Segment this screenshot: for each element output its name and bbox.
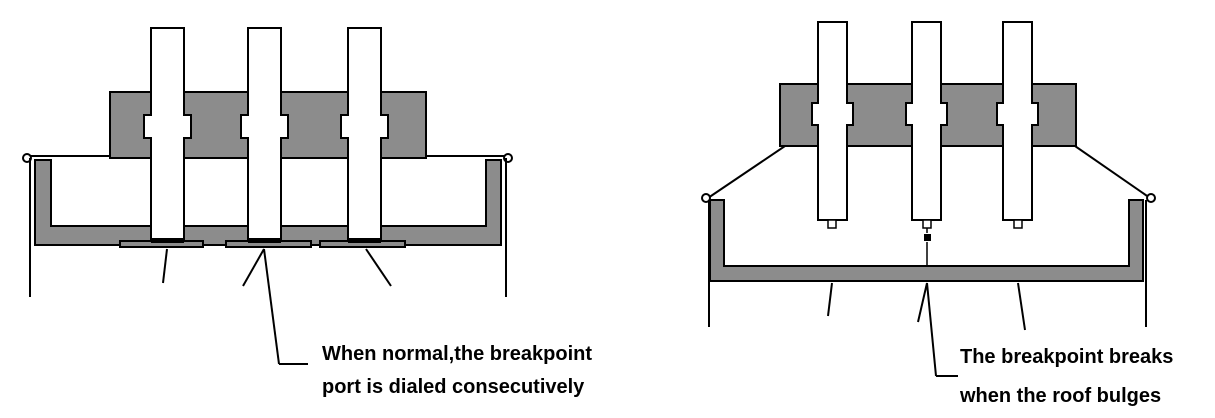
- probe-pin-raised-3: [996, 21, 1039, 221]
- probe-pin-raised-2: [905, 21, 948, 221]
- wire-raised-3: [1017, 282, 1026, 331]
- pin-tip-raised-3: [1013, 219, 1023, 229]
- bulge-caption-line-1: The breakpoint breaks: [960, 346, 1173, 368]
- u-channel-raised: [709, 199, 1144, 282]
- wire-raised-1: [827, 282, 833, 317]
- wire-raised-2b: [926, 282, 937, 377]
- pin-tip-3: [348, 238, 381, 243]
- wire-1: [162, 248, 168, 284]
- wire-2b: [263, 248, 280, 365]
- wire-raised-2a: [917, 282, 928, 323]
- wire-3: [365, 248, 392, 287]
- pin-tip-2: [248, 238, 281, 243]
- normal-caption-line-1: When normal,the breakpoint: [322, 343, 592, 365]
- normal-state-figure: [22, 27, 513, 365]
- right-end-ring-raised: [1146, 193, 1156, 203]
- pin-tip-1: [151, 238, 184, 243]
- wire-2a: [242, 248, 265, 287]
- pin-tip-raised-1: [827, 219, 837, 229]
- bulge-state-figure: [701, 21, 1156, 377]
- bulge-caption-line-2: when the roof bulges: [959, 385, 1161, 407]
- pin-tip-raised-2: [922, 219, 932, 229]
- probe-pin-1: [143, 27, 192, 241]
- probe-pin-2: [240, 27, 289, 241]
- breakpoint-fragment: [924, 234, 931, 241]
- normal-caption-line-2: port is dialed consecutively: [322, 376, 585, 398]
- probe-pin-3: [340, 27, 389, 241]
- probe-pin-raised-1: [811, 21, 854, 221]
